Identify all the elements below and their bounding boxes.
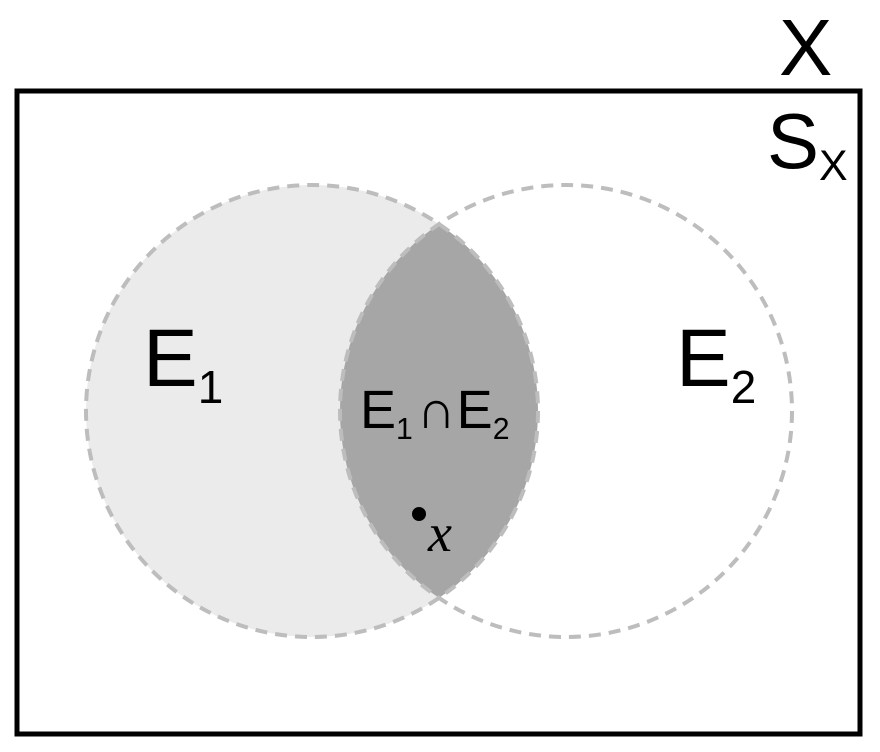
event-e2-outline (338, 183, 794, 639)
event-e2-label-main: E (676, 313, 731, 404)
intersection-region (340, 185, 538, 637)
sample-space-label-sub: X (819, 142, 848, 190)
event-e1-label-main: E (143, 313, 198, 404)
event-e1-label-sub: 1 (197, 360, 224, 413)
point-x-label-text: x (428, 503, 452, 563)
space-label-text: X (779, 3, 833, 92)
intersection-e2-sub: 2 (492, 412, 510, 446)
intersection-label: E1∩E2 (360, 380, 510, 444)
point-x-dot (412, 507, 426, 521)
point-x-label: x (428, 506, 452, 560)
intersection-e2-main: E (456, 380, 493, 440)
sample-space-label-main: S (767, 97, 820, 185)
event-e2-label: E2 (676, 318, 756, 410)
intersection-e1-sub: 1 (396, 412, 413, 446)
event-e1-label: E1 (143, 318, 223, 410)
event-e2-label-sub: 2 (730, 360, 757, 413)
space-label: X (779, 8, 832, 88)
sample-space-label: SX (767, 102, 848, 187)
intersection-operator-symbol: ∩ (416, 380, 456, 440)
intersection-e1-main: E (360, 380, 397, 440)
event-e1-outline (84, 183, 540, 639)
